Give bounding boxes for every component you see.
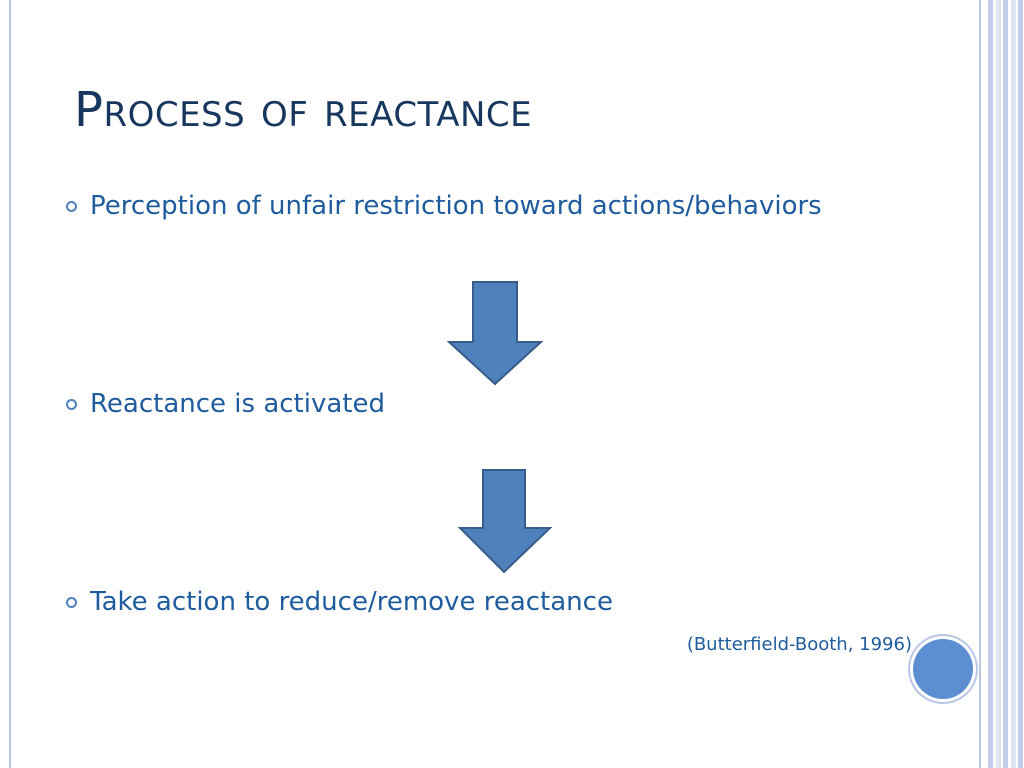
bullet-text-1: Perception of unfair restriction toward …	[90, 191, 822, 221]
decorative-circle	[913, 639, 973, 699]
bullet-ring-icon	[66, 200, 77, 212]
right-frame-stripes	[988, 0, 1024, 768]
bullet-ring-icon	[66, 596, 77, 608]
right-frame-line	[979, 0, 981, 768]
citation: (Butterfield-Booth, 1996)	[686, 634, 912, 655]
bullet-item-2: Reactance is activated	[66, 391, 385, 417]
bullet-item-1: Perception of unfair restriction toward …	[66, 193, 822, 219]
bullet-ring-icon	[66, 398, 77, 410]
slide-title: Process of reactance	[74, 82, 533, 138]
bullet-item-3: Take action to reduce/remove reactance	[66, 589, 613, 615]
bullet-text-2: Reactance is activated	[90, 389, 385, 419]
left-frame-line	[9, 0, 11, 768]
down-arrow-icon	[447, 281, 543, 386]
down-arrow-icon	[458, 469, 552, 574]
bullet-text-3: Take action to reduce/remove reactance	[90, 587, 613, 617]
